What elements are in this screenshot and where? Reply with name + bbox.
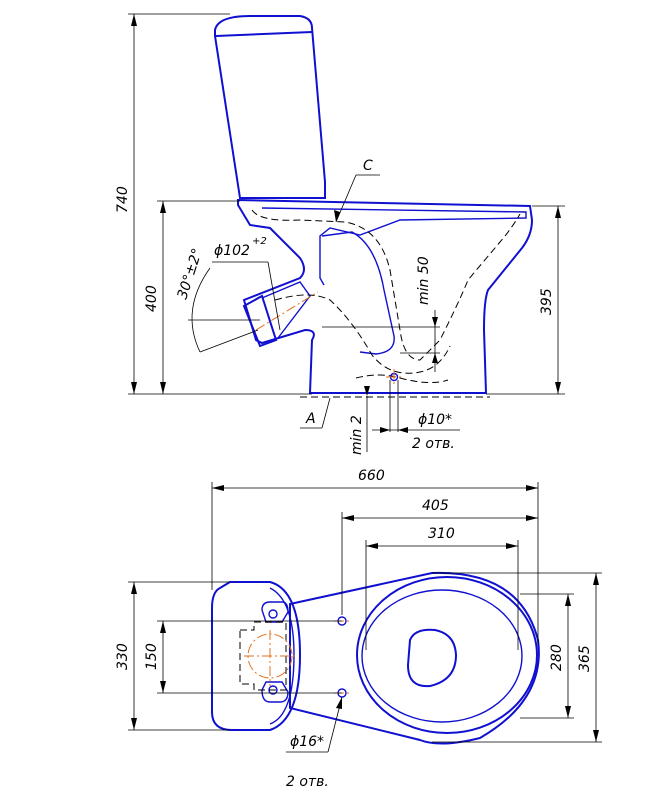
dim-400-text: 400	[144, 285, 160, 312]
base-outline	[289, 571, 540, 745]
dim-min-50: min 50	[322, 256, 440, 372]
dim-outlet-angle-text: 30°±2°	[175, 246, 206, 301]
dim-660: 660	[211, 468, 539, 645]
trap-dashed	[274, 294, 451, 374]
side-view: 740 400 395 ϕ102 +2	[115, 13, 565, 455]
tank-lug-bottom	[261, 681, 289, 703]
label-c: C	[334, 158, 380, 223]
dim-395: 395	[532, 205, 565, 394]
dim-330: 330	[115, 581, 230, 731]
dim-310: 310	[365, 526, 519, 650]
dim-280: 280	[520, 593, 574, 719]
dim-hole-diameter: ϕ10* 2 отв.	[372, 380, 460, 452]
tank-hole-top	[268, 609, 278, 619]
bowl-opening	[406, 628, 458, 688]
dim-395-text: 395	[539, 288, 555, 315]
dim-365: 365	[432, 572, 602, 743]
dim-280-text: 280	[549, 644, 565, 671]
cistern-lid-line	[215, 31, 313, 37]
tank-lug-top	[261, 601, 289, 623]
dim-outlet-diameter-tol: +2	[252, 236, 267, 247]
cistern-plan-inner	[269, 587, 295, 725]
dim-hole-diameter-text: ϕ10*	[418, 412, 452, 428]
dim-365-text: 365	[577, 645, 593, 672]
label-a: A	[300, 397, 331, 429]
dim-floor-hole-diameter-text: ϕ16*	[290, 734, 324, 750]
dim-hole-count-text: 2 отв.	[412, 436, 455, 452]
outlet-centerline	[255, 291, 319, 331]
tank-valve-dashed	[239, 621, 287, 691]
dim-min-50-text: min 50	[416, 256, 432, 305]
dim-405: 405	[341, 498, 538, 615]
label-c-text: C	[363, 158, 373, 174]
dim-400: 400	[144, 200, 240, 394]
dim-310-text: 310	[428, 526, 455, 542]
outlet-pipe-inner	[261, 281, 311, 339]
dim-outlet-diameter-text: ϕ102	[214, 243, 250, 259]
base-dashed	[355, 374, 449, 384]
dim-740: 740	[115, 13, 230, 394]
plan-view: 660 405 310 330	[115, 468, 602, 790]
bowl-outline	[237, 198, 534, 394]
dim-floor-hole: ϕ16* 2 отв.	[286, 696, 343, 790]
dim-330-text: 330	[115, 643, 131, 670]
dim-150-text: 150	[144, 643, 160, 670]
internal-passage-dashed	[251, 209, 521, 361]
trap-channel	[321, 231, 395, 355]
bowl-rim-outer	[356, 576, 538, 734]
bowl-rim-inner	[361, 589, 523, 723]
cistern-outline	[214, 15, 326, 199]
cistern-plan-outline	[211, 581, 302, 731]
dim-405-text: 405	[422, 498, 449, 514]
dim-min-2: min 2	[349, 386, 370, 455]
dim-floor-hole-count-text: 2 отв.	[286, 774, 329, 790]
dim-740-text: 740	[115, 186, 131, 213]
rim-inner	[261, 207, 527, 286]
dim-150: 150	[144, 620, 342, 694]
dim-min-2-text: min 2	[349, 415, 365, 455]
dim-660-text: 660	[358, 468, 385, 484]
dim-outlet-diameter: ϕ102 +2	[188, 236, 281, 331]
label-a-text: A	[305, 411, 316, 427]
outlet-pipe	[242, 294, 278, 348]
